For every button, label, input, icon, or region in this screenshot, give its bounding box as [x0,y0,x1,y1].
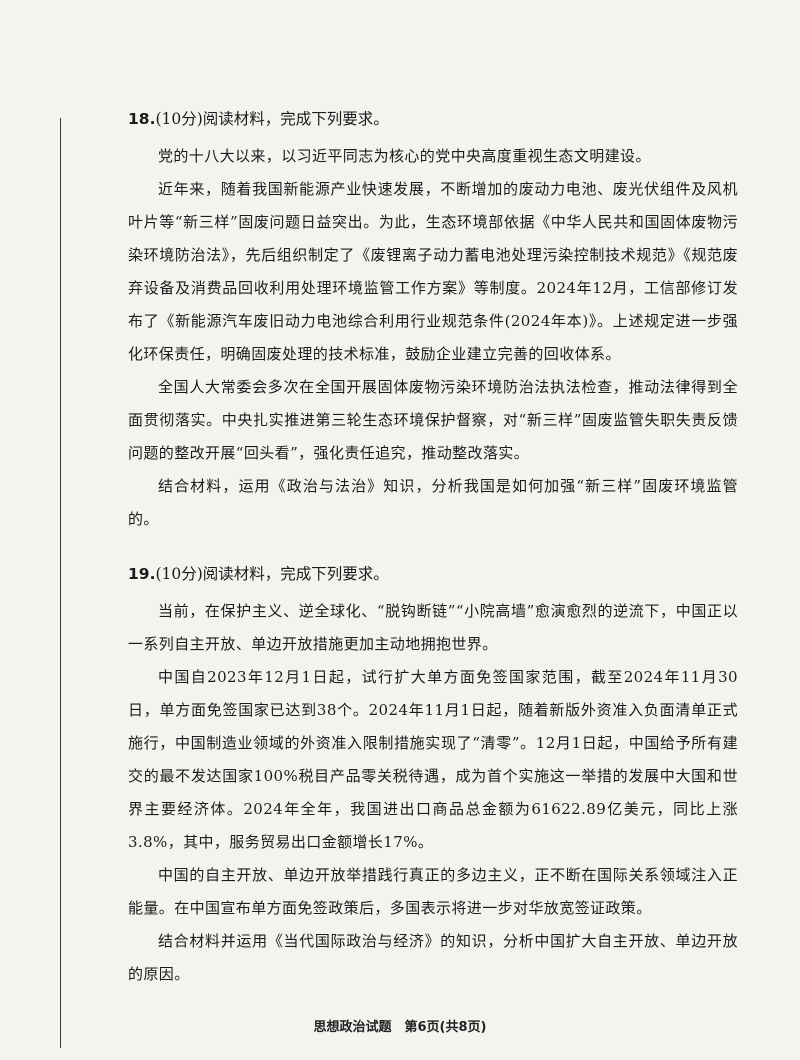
question-18: 18.(10分)阅读材料，完成下列要求。 党的十八大以来，以习近平同志为核心的党… [128,108,738,536]
question-19-instruction: (10分)阅读材料，完成下列要求。 [155,565,389,583]
binding-margin-line [60,118,61,1048]
question-19-number: 19. [128,565,156,583]
question-18-header: 18.(10分)阅读材料，完成下列要求。 [128,108,738,130]
question-19: 19.(10分)阅读材料，完成下列要求。 当前，在保护主义、逆全球化、“脱钩断链… [128,563,738,991]
question-19-paragraph-1: 当前，在保护主义、逆全球化、“脱钩断链”“小院高墙”愈演愈烈的逆流下，中国正以一… [128,602,738,653]
question-18-paragraph-2: 近年来，随着我国新能源产业快速发展，不断增加的废动力电池、废光伏组件及风机叶片等… [128,180,738,363]
question-19-paragraph-3: 中国的自主开放、单边开放举措践行真正的多边主义，正不断在国际关系领域注入正能量。… [128,866,738,917]
question-19-header: 19.(10分)阅读材料，完成下列要求。 [128,563,738,585]
page-footer: 思想政治试题 第6页(共8页) [313,1020,487,1035]
question-18-paragraph-1: 党的十八大以来，以习近平同志为核心的党中央高度重视生态文明建设。 [158,147,651,165]
question-18-paragraph-3: 全国人大常委会多次在全国开展固体废物污染环境防治法执法检查，推动法律得到全面贯彻… [128,378,738,462]
question-19-material: 当前，在保护主义、逆全球化、“脱钩断链”“小院高墙”愈演愈烈的逆流下，中国正以一… [128,595,738,991]
question-18-material: 党的十八大以来，以习近平同志为核心的党中央高度重视生态文明建设。 近年来，随着我… [128,140,738,536]
question-19-paragraph-2: 中国自2023年12月1日起，试行扩大单方面免签国家范围，截至2024年11月3… [128,668,738,851]
question-18-instruction: (10分)阅读材料，完成下列要求。 [155,110,389,128]
question-18-task: 结合材料，运用《政治与法治》知识，分析我国是如何加强“新三样”固废环境监管的。 [128,477,738,528]
question-19-task: 结合材料并运用《当代国际政治与经济》的知识，分析中国扩大自主开放、单边开放的原因… [128,932,738,983]
question-18-number: 18. [128,110,156,128]
